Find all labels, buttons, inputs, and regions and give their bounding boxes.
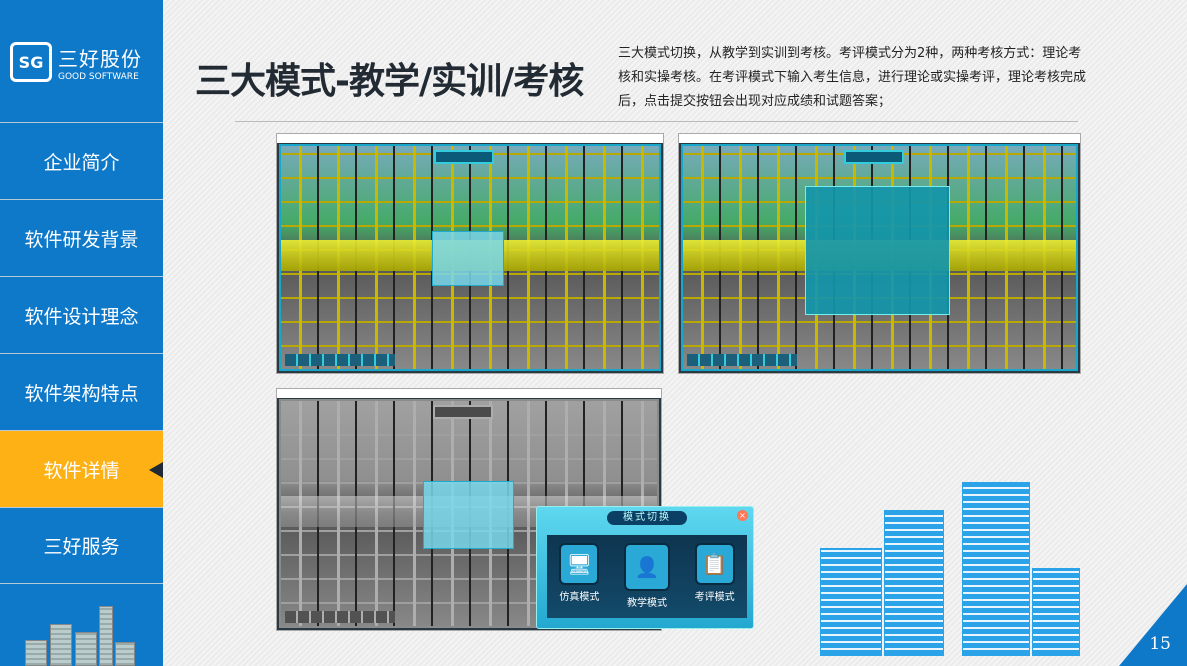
description: 三大模式切换，从教学到实训到考核。考评模式分为2种，两种考核方式：理论考核和实操… — [618, 46, 1087, 109]
teaching-mode-button[interactable]: 👤 教学模式 — [623, 543, 670, 609]
screenshot-teaching-mode — [276, 133, 664, 374]
company-logo: SG 三好股份 GOOD SOFTWARE — [10, 42, 142, 82]
sidebar-item-design[interactable]: 软件设计理念 — [0, 276, 163, 353]
logo-mark-icon: SG — [10, 42, 52, 82]
active-arrow-icon — [149, 462, 163, 478]
mode-switch-title: 模式切换 — [607, 511, 687, 525]
sidebar-item-background[interactable]: 软件研发背景 — [0, 199, 163, 276]
teacher-icon: 👤 — [623, 543, 670, 591]
divider — [235, 121, 1078, 122]
monitor-icon: 🖥 — [559, 543, 600, 585]
sidebar-item-label: 软件设计理念 — [24, 305, 139, 328]
sidebar-item-label: 企业简介 — [43, 151, 120, 174]
sidebar-item-company-intro[interactable]: 企业简介 — [0, 122, 163, 199]
city-skyline-icon — [25, 596, 135, 666]
exam-mode-button[interactable]: 📋 考评模式 — [694, 543, 735, 603]
option-label: 教学模式 — [626, 598, 667, 609]
screenshot-exam-questions — [678, 133, 1081, 374]
sidebar-item-service[interactable]: 三好服务 — [0, 507, 163, 584]
page-number: 15 — [1149, 634, 1171, 654]
screenshot-exam-results — [276, 388, 662, 631]
mode-switch-dialog: 模式切换 × 🖥 仿真模式 👤 教学模式 📋 考评模式 — [536, 506, 754, 629]
brand-name-en: GOOD SOFTWARE — [58, 71, 139, 82]
sidebar-item-label: 软件详情 — [43, 459, 120, 482]
sidebar-item-label: 三好服务 — [43, 536, 120, 558]
close-icon[interactable]: × — [737, 510, 748, 521]
corner-decoration — [1119, 584, 1187, 666]
brand-name: 三好股份 — [58, 46, 142, 71]
sidebar-item-label: 软件架构特点 — [24, 382, 139, 405]
simulation-mode-button[interactable]: 🖥 仿真模式 — [559, 543, 600, 603]
sidebar-item-details[interactable]: 软件详情 — [0, 430, 163, 507]
sidebar-item-label: 软件研发背景 — [24, 228, 139, 251]
option-label: 仿真模式 — [559, 592, 600, 603]
sidebar-item-architecture[interactable]: 软件架构特点 — [0, 353, 163, 430]
page-title: 三大模式-教学/实训/考核 — [195, 61, 584, 102]
clipboard-icon: 📋 — [694, 543, 735, 585]
option-label: 考评模式 — [694, 592, 735, 603]
sidebar: SG 三好股份 GOOD SOFTWARE 企业简介 软件研发背景 软件设计理念… — [0, 0, 163, 666]
